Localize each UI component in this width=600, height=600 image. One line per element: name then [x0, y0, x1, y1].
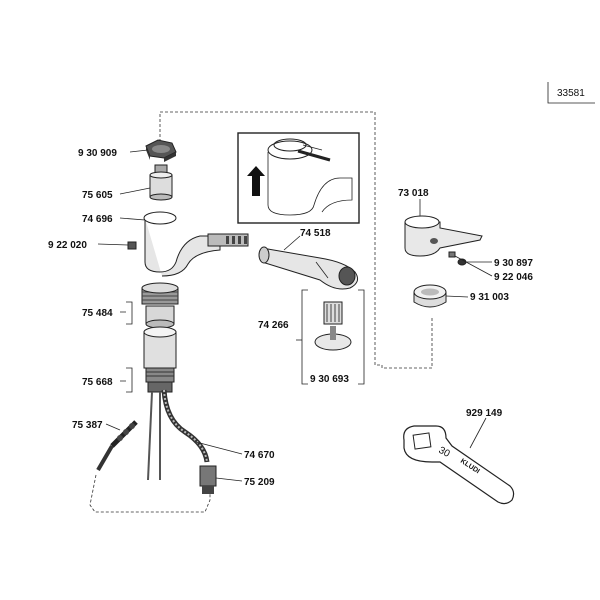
wrench-size-mark: 30	[437, 445, 452, 460]
hose-weight-icon	[96, 420, 138, 472]
set-screw-icon	[127, 241, 137, 250]
label-74518: 74 518	[300, 228, 331, 239]
label-931003: 9 31 003	[470, 292, 509, 303]
label-73018: 73 018	[398, 188, 429, 199]
label-75484: 75 484	[82, 308, 113, 319]
label-75605: 75 605	[82, 190, 113, 201]
aerator-icon	[323, 301, 343, 325]
part-labels: 9 30 909 75 605 74 696 9 22 020 74 518 7…	[48, 148, 533, 488]
cartridge-nut-icon	[145, 139, 177, 162]
document-number: 33581	[557, 88, 585, 99]
label-74670: 74 670	[244, 450, 275, 461]
inset-cartridge-detail	[237, 132, 360, 224]
label-75387: 75 387	[72, 420, 103, 431]
label-74696: 74 696	[82, 214, 113, 225]
hose-connector-icon	[199, 465, 217, 494]
assembly-guide-lines	[89, 111, 433, 513]
label-930909: 9 30 909	[78, 148, 117, 159]
threaded-shank-icon	[141, 282, 179, 329]
inset-aerator	[296, 289, 365, 385]
lever-handle-icon	[404, 215, 483, 257]
mounting-set-icon	[143, 326, 177, 481]
pull-out-spray-icon	[258, 246, 359, 290]
spray-disc-icon	[314, 326, 352, 351]
ceramic-cartridge-icon	[149, 164, 173, 201]
arrow-up-icon	[247, 166, 265, 196]
label-930693: 9 30 693	[310, 374, 349, 385]
label-75668: 75 668	[82, 377, 113, 388]
label-922046: 9 22 046	[494, 272, 533, 283]
label-74266: 74 266	[258, 320, 289, 331]
grub-screw-icon	[448, 251, 456, 258]
braided-hose-icon	[161, 389, 210, 463]
label-929149: 929 149	[466, 408, 503, 419]
cover-ring-icon	[413, 284, 447, 308]
faucet-body-icon	[143, 211, 249, 277]
label-922020: 9 22 020	[48, 240, 87, 251]
label-930897: 9 30 897	[494, 258, 533, 269]
document-number-block: 33581	[547, 82, 595, 104]
leader-lines	[97, 149, 493, 482]
label-75209: 75 209	[244, 477, 275, 488]
wrench-icon: 30 KLUDI	[403, 425, 515, 505]
